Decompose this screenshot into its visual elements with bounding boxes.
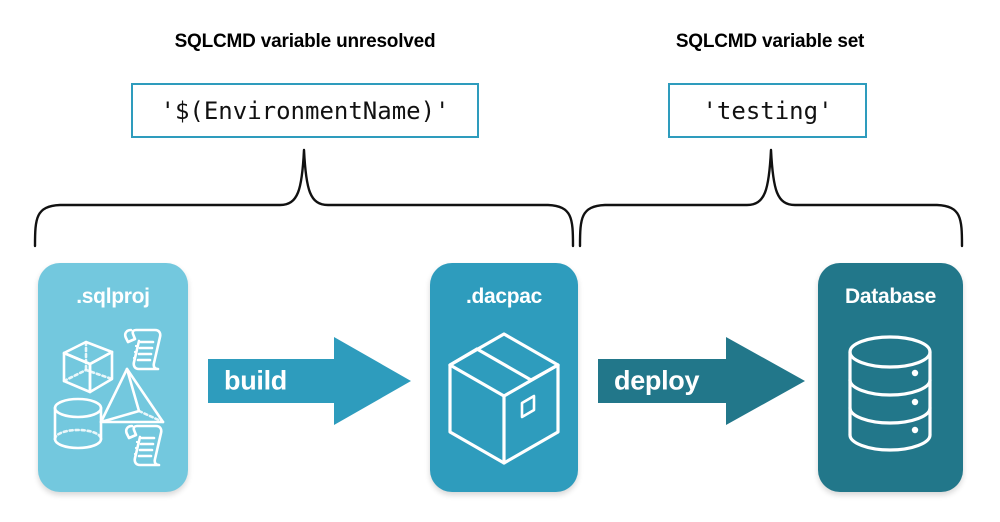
heading-sqlcmd-variable-set: SQLCMD variable set — [675, 31, 865, 52]
stage-box-sqlproj: .sqlproj — [38, 263, 188, 492]
left-brace — [30, 148, 578, 248]
arrow-right-icon-build — [208, 337, 411, 425]
stage-box-dacpac: .dacpac — [430, 263, 578, 492]
scroll-icon-bottom — [124, 424, 163, 467]
cube-wireframe-icon — [62, 340, 114, 394]
code-value-environment-name: '$(EnvironmentName)' — [160, 96, 450, 125]
arrow-deploy: deploy — [598, 335, 807, 427]
sqlproj-artwork — [38, 315, 188, 486]
code-value-testing: 'testing' — [702, 96, 833, 125]
sqlproj-objects-icon — [53, 328, 165, 467]
stage-label-database: Database — [845, 285, 936, 308]
arrow-build: build — [208, 335, 413, 427]
arrow-label-deploy: deploy — [614, 365, 700, 396]
dacpac-artwork — [430, 315, 578, 486]
database-cylinder-icon — [848, 335, 932, 452]
stage-label-dacpac: .dacpac — [465, 285, 543, 308]
right-brace — [575, 148, 967, 248]
stage-box-database: Database — [818, 263, 963, 492]
package-box-icon — [448, 332, 560, 465]
scroll-icon-top — [123, 328, 162, 371]
arrow-label-build: build — [224, 365, 287, 396]
heading-sqlcmd-variable-unresolved: SQLCMD variable unresolved — [174, 31, 436, 52]
right-brace-icon — [578, 148, 964, 248]
pyramid-wireframe-icon — [99, 367, 165, 424]
arrow-right-icon-deploy — [598, 337, 805, 425]
cylinder-wireframe-icon — [53, 397, 103, 450]
database-artwork — [818, 315, 963, 486]
code-box-testing: 'testing' — [668, 83, 867, 138]
code-box-environment-name: '$(EnvironmentName)' — [131, 83, 479, 138]
left-brace-icon — [33, 148, 575, 248]
stage-label-sqlproj: .sqlproj — [76, 285, 150, 308]
